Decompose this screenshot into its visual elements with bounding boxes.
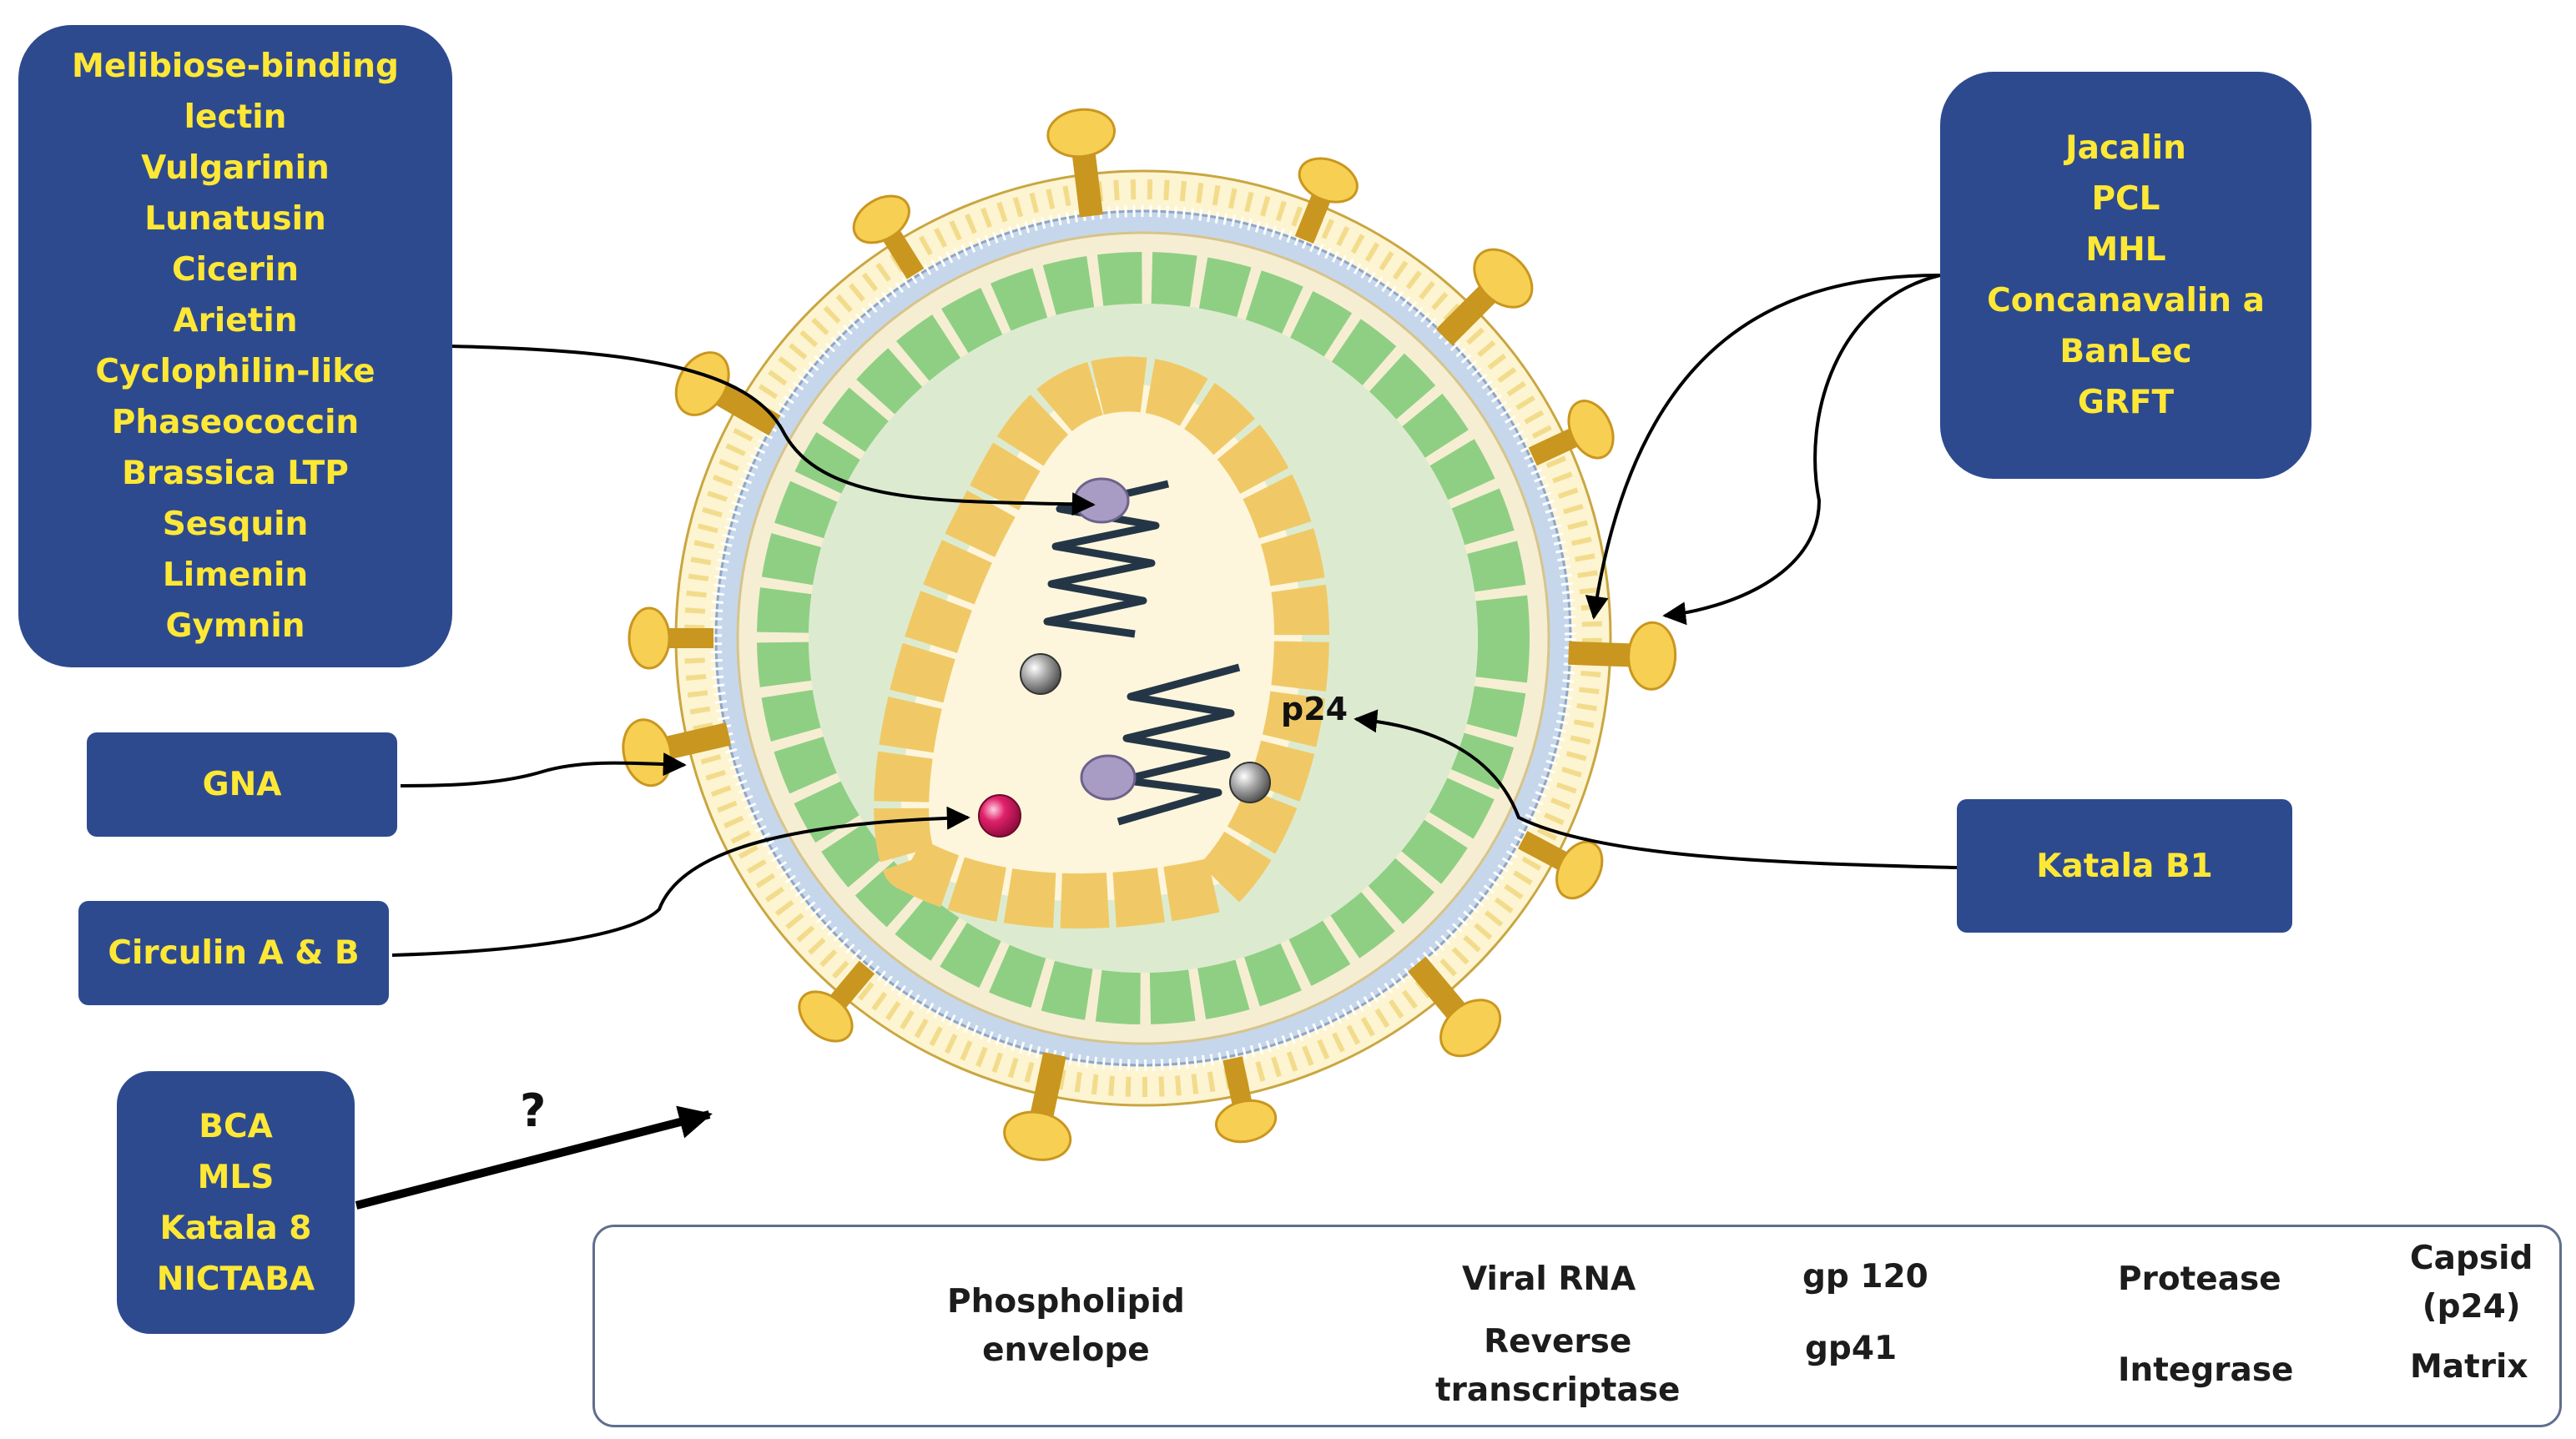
matrix-layer	[757, 252, 1530, 1024]
reverse-transcriptase-icon	[1080, 754, 1137, 801]
box-item: BCA	[199, 1107, 273, 1145]
legend-capsid-label: Capsid (p24)	[2410, 1240, 2533, 1326]
lectin-peptide-list-box: Melibiose-binding lectin Vulgarinin Luna…	[18, 25, 452, 667]
legend-reverse-transcriptase-label: Reverse transcriptase	[1435, 1323, 1681, 1409]
box-item: Lunatusin	[144, 200, 326, 238]
reverse-transcriptase-icon	[1073, 477, 1130, 524]
protease-icon	[978, 794, 1021, 838]
box-item: lectin	[184, 98, 287, 136]
box-item: PCL	[2091, 180, 2160, 218]
integrase-icon	[1020, 653, 1061, 695]
gp120-binding-lectin-box: Jacalin PCL MHL Concanavalin a BanLec GR…	[1940, 72, 2311, 479]
p24-label: p24	[1281, 691, 1348, 727]
legend-matrix-label: Matrix	[2410, 1348, 2528, 1386]
box-item: Cyclophilin-like	[95, 353, 376, 390]
box-item: Gymnin	[165, 607, 305, 645]
unknown-target-arrow	[355, 1105, 713, 1210]
box-item: Phaseococcin	[111, 404, 360, 441]
box-item: MLS	[197, 1158, 275, 1196]
legend-protease-label: Protease	[2118, 1260, 2281, 1298]
box-item: Brassica LTP	[122, 455, 349, 492]
legend-viral-rna-label: Viral RNA	[1462, 1260, 1636, 1298]
box-item: Arietin	[173, 302, 298, 340]
box-item: Katala B1	[2036, 847, 2213, 885]
box-item: BanLec	[2059, 333, 2192, 370]
box-item: Jacalin	[2065, 129, 2186, 167]
box-item: Concanavalin a	[1987, 282, 2265, 319]
box-item: GRFT	[2077, 384, 2175, 421]
gna-box: GNA	[87, 732, 397, 837]
box-item: Sesquin	[162, 506, 309, 543]
legend-gp41-label: gp41	[1805, 1330, 1898, 1367]
box-item: Melibiose-binding	[72, 48, 399, 85]
legend-phospholipid-label: Phospholipid envelope	[947, 1283, 1185, 1369]
legend-integrase-label: Integrase	[2118, 1351, 2294, 1389]
box-item: Circulin A & B	[108, 934, 360, 972]
unknown-target-question-mark: ?	[520, 1084, 547, 1137]
legend-panel	[592, 1225, 2562, 1427]
legend-gp120-label: gp 120	[1802, 1258, 1928, 1296]
box-item: NICTABA	[156, 1260, 315, 1298]
unknown-target-lectin-box: BCA MLS Katala 8 NICTABA	[117, 1071, 355, 1334]
box-item: MHL	[2085, 231, 2166, 269]
katala-b1-box: Katala B1	[1957, 799, 2292, 933]
box-item: GNA	[202, 766, 282, 803]
box-item: Vulgarinin	[141, 149, 330, 187]
circulin-box: Circulin A & B	[78, 901, 389, 1005]
connector-arrows	[391, 274, 1958, 957]
box-item: Limenin	[162, 556, 309, 594]
gp-spikes	[622, 108, 1677, 1161]
integrase-icon	[1229, 762, 1271, 803]
box-item: Cicerin	[172, 251, 299, 289]
box-item: Katala 8	[159, 1209, 312, 1247]
